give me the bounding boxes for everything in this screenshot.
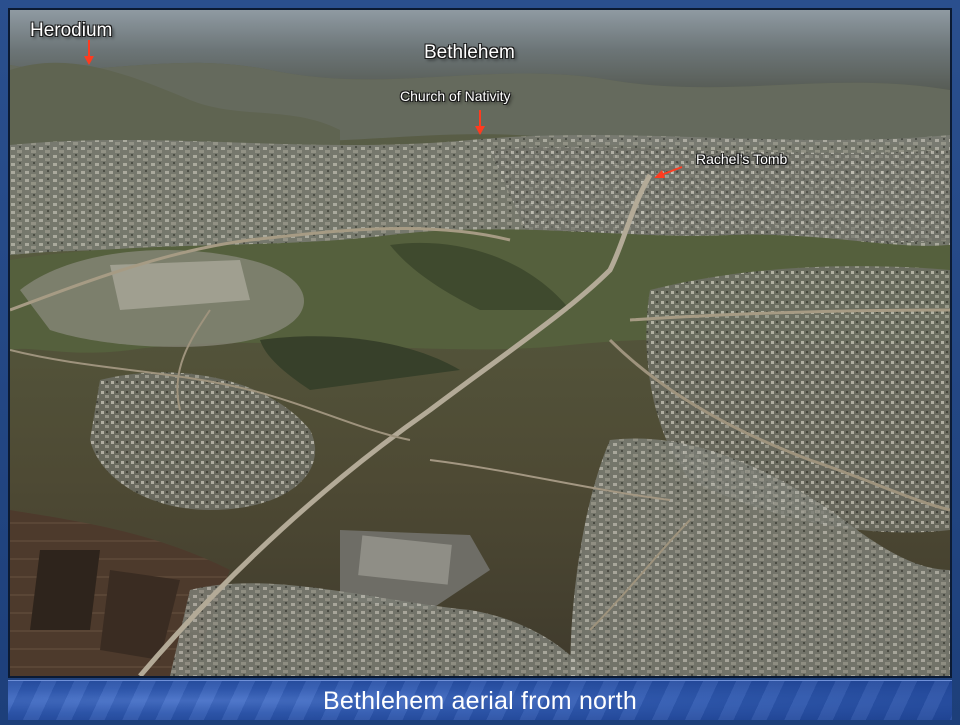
label-church-of-nativity: Church of Nativity [400, 88, 511, 104]
arrow-left-icon [654, 166, 683, 178]
arrow-down-icon [84, 40, 94, 65]
label-herodium: Herodium [30, 20, 113, 41]
caption-bar: Bethlehem aerial from north [8, 680, 952, 720]
label-rachels-tomb: Rachel’s Tomb [696, 151, 788, 167]
label-bethlehem: Bethlehem [424, 42, 515, 63]
arrow-down-icon [475, 110, 485, 135]
slide-caption: Bethlehem aerial from north [323, 687, 637, 715]
aerial-photo: Herodium Bethlehem Church of Nativity Ra… [8, 8, 952, 678]
